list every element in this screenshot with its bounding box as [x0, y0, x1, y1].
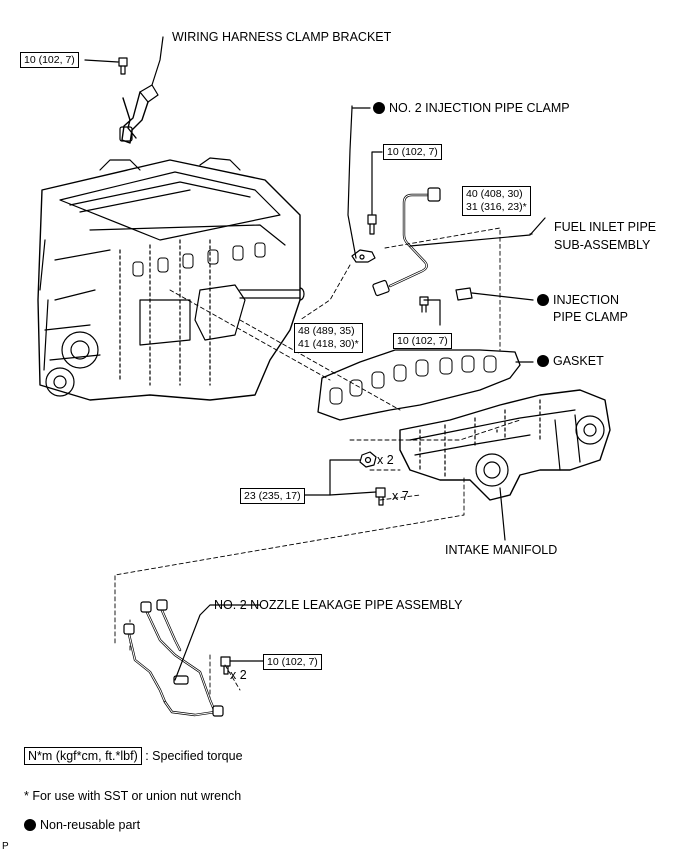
torque-manifold: 23 (235, 17) [240, 488, 305, 504]
label-injection-pipe-clamp-line1: INJECTION [537, 293, 619, 307]
torque-pipe-bottom: 48 (489, 35)41 (418, 30)* [294, 323, 363, 353]
label-pipe-bolt-quantity: x 2 [230, 668, 247, 682]
label-injection-pipe-clamp-line2: PIPE CLAMP [553, 310, 629, 324]
label-gasket: GASKET [537, 354, 604, 368]
engine-block-illustration [37, 157, 305, 401]
torque-bracket-bolt: 10 (102, 7) [20, 52, 79, 68]
non-reusable-dot-icon [537, 294, 549, 306]
non-reusable-dot-icon [373, 102, 385, 114]
legend-torque-box: N*m (kgf*cm, ft.*lbf) [24, 747, 142, 765]
gasket-part [317, 349, 534, 421]
inj-clamp-bolt-part [419, 296, 441, 326]
fuel-inlet-pipe-part [372, 187, 546, 297]
clamp-bolt-part [367, 151, 383, 235]
bracket-bolt-part [118, 57, 128, 75]
manifold-bolt-part [375, 487, 386, 506]
label-wiring-harness-bracket: WIRING HARNESS CLAMP BRACKET [172, 30, 392, 44]
alignment-lines [114, 227, 521, 701]
label-intake-manifold: INTAKE MANIFOLD [445, 543, 558, 557]
torque-nozzle-pipe: 10 (102, 7) [263, 654, 322, 670]
intake-manifold-part [399, 389, 611, 541]
torque-pipe-top: 40 (408, 30)31 (316, 23)* [462, 186, 531, 216]
label-nozzle-leakage-pipe: NO. 2 NOZZLE LEAKAGE PIPE ASSEMBLY [214, 598, 463, 612]
label-bolt-quantity: x 7 [392, 489, 409, 503]
no2-clamp-part [347, 107, 376, 263]
nozzle-pipe-bolt-part [220, 656, 265, 675]
label-fuel-inlet-pipe-line2: SUB-ASSEMBLY [554, 238, 651, 252]
legend-non-reusable: Non-reusable part [24, 818, 140, 832]
injection-pipe-clamp-part [455, 287, 534, 301]
torque-clamp-bolt: 10 (102, 7) [383, 144, 442, 160]
legend-torque: N*m (kgf*cm, ft.*lbf) : Specified torque [24, 747, 243, 765]
non-reusable-dot-icon [24, 819, 36, 831]
legend-torque-text: : Specified torque [145, 749, 243, 763]
label-nut-quantity: x 2 [377, 453, 394, 467]
label-fuel-inlet-pipe-line1: FUEL INLET PIPE [554, 220, 657, 234]
nozzle-leakage-pipe-part [123, 599, 261, 717]
torque-inj-clamp-bolt: 10 (102, 7) [393, 333, 452, 349]
non-reusable-dot-icon [537, 355, 549, 367]
label-no2-injection-pipe-clamp: NO. 2 INJECTION PIPE CLAMP [373, 101, 570, 115]
corner-mark: P [2, 841, 9, 852]
manifold-nut-part [359, 451, 377, 468]
wiring-harness-bracket-part [119, 36, 164, 144]
legend-sst-note: * For use with SST or union nut wrench [24, 789, 242, 803]
